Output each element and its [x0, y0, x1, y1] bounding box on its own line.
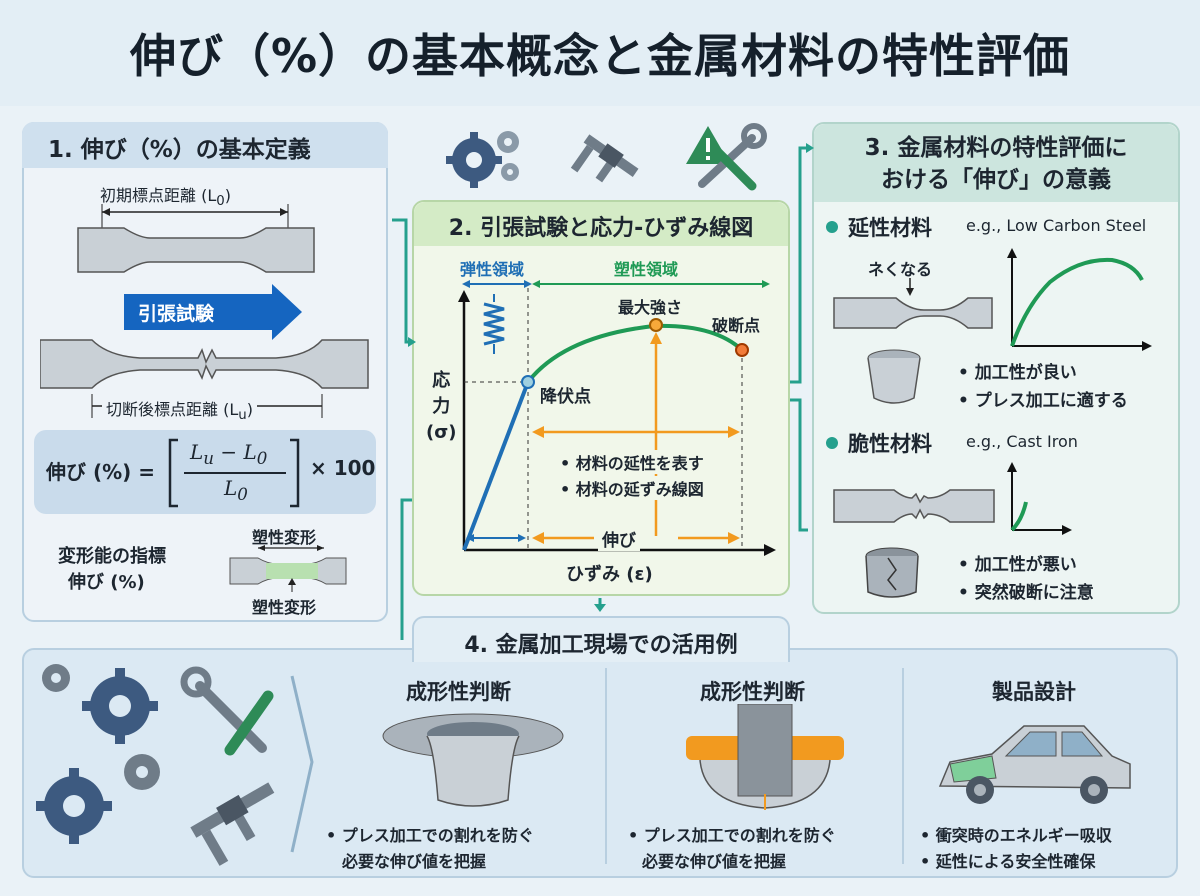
section3-heading-line1: 3. 金属材料の特性評価に	[864, 135, 1128, 161]
formed-cup-icon	[382, 713, 564, 807]
ductile-bullet-dot	[826, 221, 838, 233]
max-strength-label: 最大強さ	[618, 298, 683, 317]
after-gauge-label: 切断後標点距離 (Lu)	[102, 396, 257, 424]
brittle-bullet-1: • 加工性が悪い	[958, 555, 1077, 575]
col2-title: 成形性判断	[700, 680, 805, 704]
formula-numerator: Lu − L0	[190, 440, 268, 468]
specimen-diagram	[40, 204, 369, 418]
section2-heading: 2. 引張試験と応力-ひずみ線図	[414, 202, 788, 246]
car-body-icon	[938, 725, 1131, 804]
cup-icon	[867, 349, 921, 404]
section4-heading: 4. 金属加工現場での活用例	[412, 616, 790, 662]
yield-point-marker	[521, 375, 535, 389]
brittle-diagrams	[833, 462, 1072, 598]
wrench-icon	[180, 666, 274, 756]
fracture-point-marker	[735, 343, 749, 357]
brittle-bullet-dot	[826, 437, 838, 449]
col2-line1: • プレス加工での割れを防ぐ	[628, 826, 836, 845]
top-tool-icons	[446, 123, 767, 191]
max-strength-marker	[649, 318, 663, 332]
section3-heading: 3. 金属材料の特性評価に おける「伸び」の意義	[814, 124, 1178, 202]
tensile-test-label: 引張試験	[138, 303, 215, 325]
necking-label: ネくなる	[868, 260, 933, 279]
col2-line2: 必要な伸び値を把握	[642, 852, 787, 871]
col-divider-2	[902, 668, 904, 864]
plastic-deform-top: 塑性変形	[252, 528, 317, 547]
ductile-example: e.g., Low Carbon Steel	[966, 216, 1147, 235]
ductile-bullet-1: • 加工性が良い	[958, 363, 1077, 383]
ductile-diagrams	[833, 248, 1152, 404]
plastic-deform-bottom: 塑性変形	[252, 598, 317, 617]
gear-icon	[446, 131, 519, 188]
col1-line2: 必要な伸び値を把握	[342, 852, 487, 871]
chart-bullet-1: • 材料の延性を表す	[560, 450, 704, 474]
cracked-cup-icon	[865, 547, 919, 598]
col1-title: 成形性判断	[406, 680, 511, 704]
brittle-example: e.g., Cast Iron	[966, 432, 1078, 451]
x-axis-label: ひずみ (ε)	[566, 564, 653, 585]
ductile-material-label: 延性材料	[848, 216, 932, 240]
plastic-specimen	[229, 545, 347, 592]
wrench-icon	[698, 123, 767, 191]
col3-line2: • 延性による安全性確保	[920, 852, 1096, 871]
col3-title: 製品設計	[992, 680, 1076, 704]
formula-right: × 100	[310, 456, 376, 480]
caliper-icon	[190, 782, 275, 866]
caliper-icon	[570, 134, 639, 183]
y-axis-label: 応 力 (σ)	[426, 370, 457, 443]
col1-line1: • プレス加工での割れを防ぐ	[326, 826, 534, 845]
workshop-tool-icons	[36, 664, 314, 866]
formula-brackets	[168, 438, 300, 508]
chart-bullet-2: • 材料の延ずみ線図	[560, 476, 704, 500]
stress-strain-diagram	[458, 280, 776, 556]
spring-icon	[483, 294, 505, 354]
elongation-percent-label: 伸び (%)	[68, 572, 145, 593]
fracture-point-label: 破断点	[712, 316, 761, 335]
gear-icon	[36, 664, 160, 844]
brittle-bullet-2: • 突然破断に注意	[958, 583, 1094, 603]
section1-heading: 1. 伸び（%）の基本定義	[22, 122, 388, 168]
page-title: 伸び（%）の基本概念と金属材料の特性評価	[0, 0, 1200, 106]
connector-lines	[392, 143, 814, 640]
initial-gauge-label: 初期標点距離 (L0)	[100, 186, 231, 210]
section3-heading-line2: おける「伸び」の意義	[881, 167, 1111, 193]
formula-denominator: L0	[224, 476, 248, 504]
elongation-label: 伸び	[598, 526, 640, 551]
col-divider-1	[605, 668, 607, 864]
deformability-index: 変形能の指標	[58, 546, 166, 567]
ductile-bullet-2: • プレス加工に適する	[958, 391, 1128, 411]
press-die-icon	[686, 704, 844, 810]
formula-left: 伸び (%) =	[46, 460, 156, 484]
tensile-arrow	[124, 284, 302, 340]
yield-point-label: 降伏点	[540, 387, 591, 407]
elastic-region-label: 弾性領域	[460, 260, 525, 279]
plastic-region-label: 塑性領域	[614, 260, 679, 279]
col3-line1: • 衝突時のエネルギー吸収	[920, 826, 1112, 845]
brittle-material-label: 脆性材料	[848, 432, 932, 456]
